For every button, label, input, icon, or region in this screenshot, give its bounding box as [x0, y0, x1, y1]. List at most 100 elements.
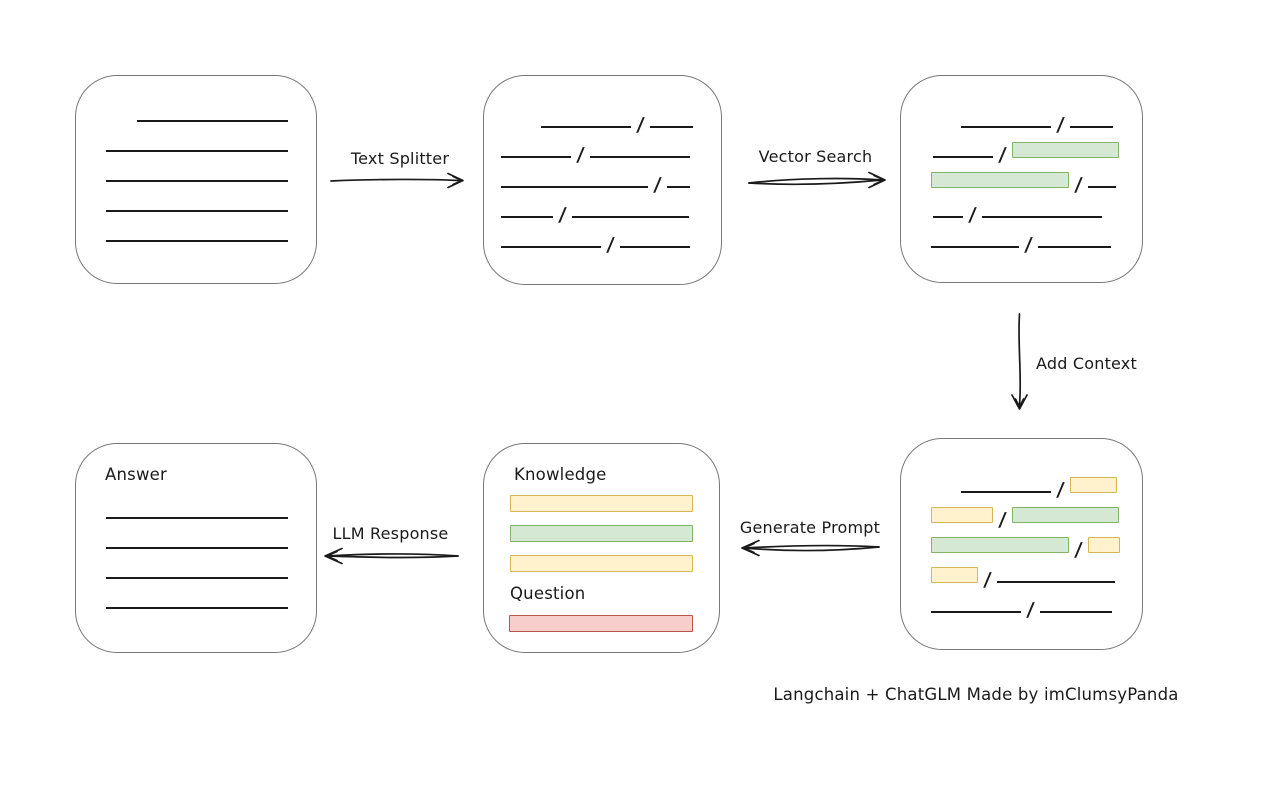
chunk-row — [106, 92, 288, 122]
text-line — [501, 186, 648, 188]
chunk-row — [106, 549, 288, 579]
slash-separator: / — [1025, 599, 1036, 621]
question-label: Question — [510, 584, 586, 603]
split-chunks-node: ///// — [483, 75, 722, 285]
green-chunk-bar — [1011, 142, 1119, 158]
chunk-row: / — [931, 523, 1120, 561]
chunk-row — [106, 579, 288, 609]
text-line — [106, 607, 288, 609]
vector-search-label: Vector Search — [758, 147, 873, 166]
yellow-prompt-bar — [510, 555, 693, 572]
text-line — [106, 150, 288, 152]
text-line — [619, 246, 690, 248]
slash-separator: / — [605, 234, 616, 256]
text-line — [1069, 126, 1113, 128]
llm-response-label: LLM Response — [332, 524, 449, 543]
chunk-row: / — [931, 553, 1120, 591]
chunk-row — [106, 182, 288, 212]
chunk-row: / — [501, 218, 693, 256]
text-line — [1087, 186, 1116, 188]
matched-chunks-node: ///// — [900, 75, 1143, 283]
green-prompt-bar — [510, 525, 693, 542]
question-bar — [509, 615, 693, 645]
green-chunk-bar — [1011, 507, 1119, 523]
yellow-prompt-bar — [510, 495, 693, 512]
text-line — [931, 611, 1021, 613]
chunk-row: / — [501, 128, 693, 166]
text-line — [106, 240, 288, 242]
text-line — [981, 216, 1102, 218]
text-line — [571, 216, 689, 218]
text-line — [106, 577, 288, 579]
answer-node: Answer — [75, 443, 317, 653]
chunk-row: / — [931, 493, 1120, 531]
text-line — [501, 246, 601, 248]
chunk-row: / — [501, 158, 693, 196]
yellow-chunk-bar — [1087, 537, 1120, 553]
text-line — [1039, 611, 1112, 613]
context-chunks-node: ///// — [900, 438, 1143, 650]
text-splitter-arrow — [330, 172, 464, 189]
text-line — [996, 581, 1115, 583]
text-line — [106, 210, 288, 212]
add-context-arrow — [1011, 313, 1028, 410]
chunk-row: / — [931, 128, 1119, 166]
text-splitter-label: Text Splitter — [350, 149, 450, 168]
text-line — [649, 126, 693, 128]
chunk-row: / — [931, 188, 1119, 226]
chunk-row: / — [501, 188, 693, 226]
caption: Langchain + ChatGLM Made by imClumsyPand… — [773, 685, 1179, 704]
llm-response-arrow — [324, 547, 459, 565]
document-lines — [106, 92, 288, 242]
green-chunk-bar — [931, 172, 1069, 188]
split-chunk-lines: ///// — [501, 98, 693, 256]
text-line — [106, 547, 288, 549]
text-line — [589, 156, 690, 158]
text-line — [961, 126, 1051, 128]
yellow-chunk-bar — [1069, 477, 1117, 493]
chunk-row — [106, 152, 288, 182]
matched-chunk-lines: ///// — [931, 98, 1119, 256]
red-prompt-bar — [509, 615, 693, 632]
context-chunk-lines: ///// — [931, 463, 1120, 621]
chunk-row: / — [931, 463, 1120, 501]
document-node — [75, 75, 317, 284]
text-line — [106, 517, 288, 519]
text-line — [137, 120, 288, 122]
chunk-row: / — [931, 218, 1119, 256]
text-line — [933, 216, 963, 218]
chunk-row — [106, 519, 288, 549]
chunk-row: / — [931, 583, 1120, 621]
yellow-chunk-bar — [931, 507, 993, 523]
slash-separator: / — [1023, 234, 1034, 256]
chunk-row: / — [931, 98, 1119, 136]
vector-search-arrow — [748, 171, 886, 189]
generate-prompt-label: Generate Prompt — [739, 518, 881, 537]
answer-label: Answer — [105, 465, 167, 484]
knowledge-bars — [510, 495, 693, 585]
green-chunk-bar — [931, 537, 1069, 553]
text-line — [501, 216, 553, 218]
prompt-node: Knowledge Question — [483, 443, 720, 653]
text-line — [541, 126, 631, 128]
chunk-row — [106, 122, 288, 152]
text-line — [933, 156, 993, 158]
chunk-row: / — [931, 158, 1119, 196]
chunk-row — [106, 489, 288, 519]
gap — [106, 121, 137, 122]
text-line — [106, 180, 288, 182]
text-line — [961, 491, 1051, 493]
text-line — [931, 246, 1019, 248]
chunk-row: / — [501, 98, 693, 136]
gap — [931, 127, 961, 128]
text-line — [1037, 246, 1111, 248]
gap — [501, 127, 541, 128]
answer-lines — [106, 489, 288, 609]
text-line — [666, 186, 690, 188]
add-context-label: Add Context — [1036, 354, 1137, 373]
knowledge-label: Knowledge — [514, 465, 607, 484]
text-line — [501, 156, 571, 158]
generate-prompt-arrow — [741, 539, 880, 557]
chunk-row — [106, 212, 288, 242]
